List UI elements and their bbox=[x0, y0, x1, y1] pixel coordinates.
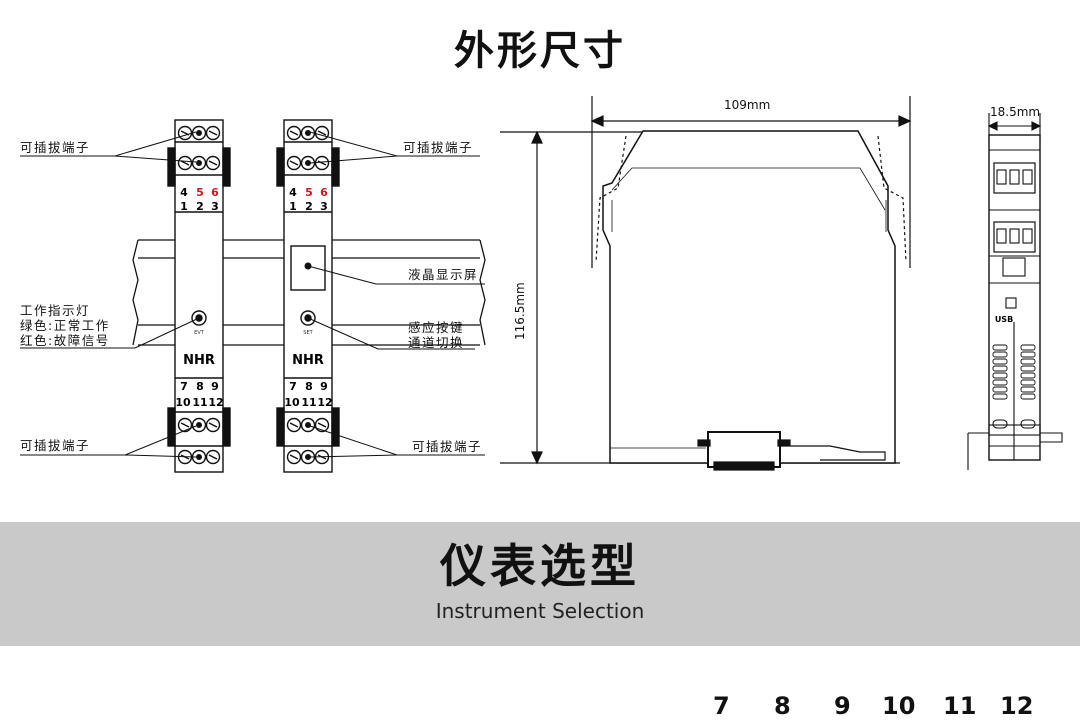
end-view bbox=[967, 113, 1063, 470]
callout-indicator-line: 工作指示灯 bbox=[20, 303, 91, 318]
callout-indicator-line: 红色:故障信号 bbox=[20, 333, 110, 348]
selection-number-row: 7 8 9 10 11 12 bbox=[0, 694, 1080, 724]
callout-lcd: 液晶显示屏 bbox=[408, 267, 479, 282]
dimension-height: 116.5mm bbox=[513, 282, 527, 340]
terminal-number: 12 bbox=[317, 396, 332, 409]
terminal-number: 3 bbox=[320, 200, 328, 213]
terminal-number: 10 bbox=[284, 396, 300, 409]
terminal-number: 4 bbox=[289, 186, 297, 199]
terminal-number: 6 bbox=[211, 186, 219, 199]
terminal-number: 10 bbox=[175, 396, 191, 409]
terminal-number: 4 bbox=[180, 186, 188, 199]
terminal-number: 8 bbox=[196, 380, 204, 393]
section-band bbox=[0, 522, 1080, 646]
callout-leaders bbox=[20, 131, 485, 458]
dimension-depth: 18.5mm bbox=[990, 105, 1041, 119]
terminal-number: 2 bbox=[305, 200, 313, 213]
dimension-diagram: 4 5 6 1 2 3 7 8 9 10 11 12 4 5 6 1 2 3 7… bbox=[20, 96, 1063, 473]
callout-indicator-line: 绿色:正常工作 bbox=[20, 318, 110, 333]
callout-touch-key: 感应按键 通道切换 bbox=[408, 320, 464, 350]
evt-label: EVT bbox=[194, 330, 205, 336]
selection-number: 12 bbox=[1000, 692, 1034, 720]
callout-indicator: 工作指示灯 绿色:正常工作 红色:故障信号 bbox=[20, 303, 110, 348]
callout-plug-terminal: 可插拔端子 bbox=[20, 140, 91, 155]
selection-number: 10 bbox=[882, 692, 916, 720]
terminal-number: 8 bbox=[305, 380, 313, 393]
terminal-number: 5 bbox=[305, 186, 313, 199]
terminal-number: 12 bbox=[208, 396, 223, 409]
terminal-number: 5 bbox=[196, 186, 204, 199]
terminal-number: 11 bbox=[301, 396, 316, 409]
terminal-number: 1 bbox=[180, 200, 188, 213]
callout-plug-terminal: 可插拔端子 bbox=[412, 439, 483, 454]
callout-plug-terminal: 可插拔端子 bbox=[20, 438, 91, 453]
callout-touch-key-line: 通道切换 bbox=[408, 335, 465, 350]
usb-label: USB bbox=[995, 315, 1013, 324]
terminal-number: 3 bbox=[211, 200, 219, 213]
end-view-vents bbox=[992, 344, 1036, 400]
left-module bbox=[167, 119, 231, 473]
terminal-number: 11 bbox=[192, 396, 207, 409]
callout-touch-key-line: 感应按键 bbox=[408, 320, 465, 335]
terminal-number: 7 bbox=[289, 380, 297, 393]
selection-number: 7 bbox=[713, 692, 730, 720]
din-clip bbox=[697, 431, 886, 471]
brand-logo: NHR bbox=[183, 353, 215, 368]
terminal-number: 1 bbox=[289, 200, 297, 213]
set-label: SET bbox=[303, 330, 313, 336]
section-title-en: Instrument Selection bbox=[435, 599, 645, 623]
section-title-cn: 仪表选型 bbox=[440, 539, 640, 593]
selection-number: 11 bbox=[943, 692, 977, 720]
terminal-number: 6 bbox=[320, 186, 328, 199]
brand-logo: NHR bbox=[292, 353, 324, 368]
terminal-number: 9 bbox=[320, 380, 328, 393]
terminal-number: 9 bbox=[211, 380, 219, 393]
callout-plug-terminal: 可插拔端子 bbox=[403, 140, 474, 155]
page-title: 外形尺寸 bbox=[454, 28, 626, 74]
terminal-number: 7 bbox=[180, 380, 188, 393]
side-view bbox=[500, 96, 912, 465]
terminal-number: 2 bbox=[196, 200, 204, 213]
dimension-width: 109mm bbox=[724, 98, 771, 112]
selection-number: 9 bbox=[834, 692, 851, 720]
selection-number: 8 bbox=[774, 692, 791, 720]
